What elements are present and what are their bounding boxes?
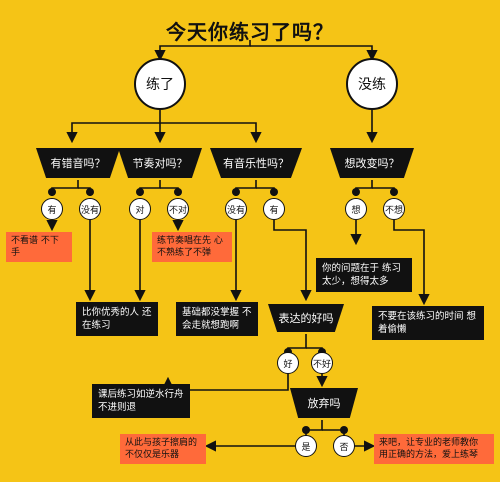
outcome-better-than-you: 比你优秀的人 还在练习 xyxy=(76,302,158,336)
answer-have: 有 xyxy=(41,198,63,220)
node-practiced: 练了 xyxy=(134,58,186,110)
question-rhythm: 节奏对吗？ xyxy=(118,148,202,178)
outcome-foundation: 基础都没掌握 不会走就想跑啊 xyxy=(176,302,258,336)
answer-none: 没有 xyxy=(79,198,101,220)
outcome-come-on: 来吧，让专业的老师教你 用正确的方法，爱上练琴 xyxy=(374,434,494,464)
answer-correct: 对 xyxy=(129,198,151,220)
junction-dot xyxy=(340,426,348,434)
junction-dot xyxy=(86,188,94,196)
junction-dot xyxy=(136,188,144,196)
answer-yes: 是 xyxy=(295,435,317,457)
answer-not-want: 不想 xyxy=(383,198,405,220)
question-give-up: 放弃吗 xyxy=(290,388,358,418)
answer-not-good: 不好 xyxy=(311,352,333,374)
question-change: 想改变吗？ xyxy=(330,148,414,178)
outcome-dont-slack: 不要在该练习的时间 想着偷懒 xyxy=(372,306,484,340)
outcome-like-rowing: 课后练习如逆水行舟 不进则退 xyxy=(92,384,190,418)
question-expression: 表达的好吗 xyxy=(268,304,344,332)
answer-incorrect: 不对 xyxy=(167,198,189,220)
answer-want: 想 xyxy=(345,198,367,220)
question-wrong-notes: 有错音吗？ xyxy=(36,148,120,178)
junction-dot xyxy=(390,188,398,196)
answer-none-musicality: 没有 xyxy=(225,198,247,220)
answer-no: 否 xyxy=(333,435,355,457)
page-title: 今天你练习了吗？ xyxy=(166,20,334,44)
question-musicality: 有音乐性吗？ xyxy=(210,148,302,178)
outcome-look-score: 不看谱 不下手 xyxy=(6,232,72,262)
answer-good: 好 xyxy=(277,352,299,374)
junction-dot xyxy=(232,188,240,196)
junction-dot xyxy=(302,426,310,434)
outcome-rhythm-tip: 练节奏唱在先 心不熟练了不弹 xyxy=(152,232,232,262)
node-not-practiced: 没练 xyxy=(346,58,398,110)
junction-dot xyxy=(48,188,56,196)
junction-dot xyxy=(270,188,278,196)
outcome-not-just-music: 从此与孩子擦肩的 不仅仅是乐器 xyxy=(120,434,206,464)
junction-dot xyxy=(174,188,182,196)
junction-dot xyxy=(352,188,360,196)
outcome-too-little: 你的问题在于 练习太少，想得太多 xyxy=(316,258,412,292)
answer-have-musicality: 有 xyxy=(263,198,285,220)
